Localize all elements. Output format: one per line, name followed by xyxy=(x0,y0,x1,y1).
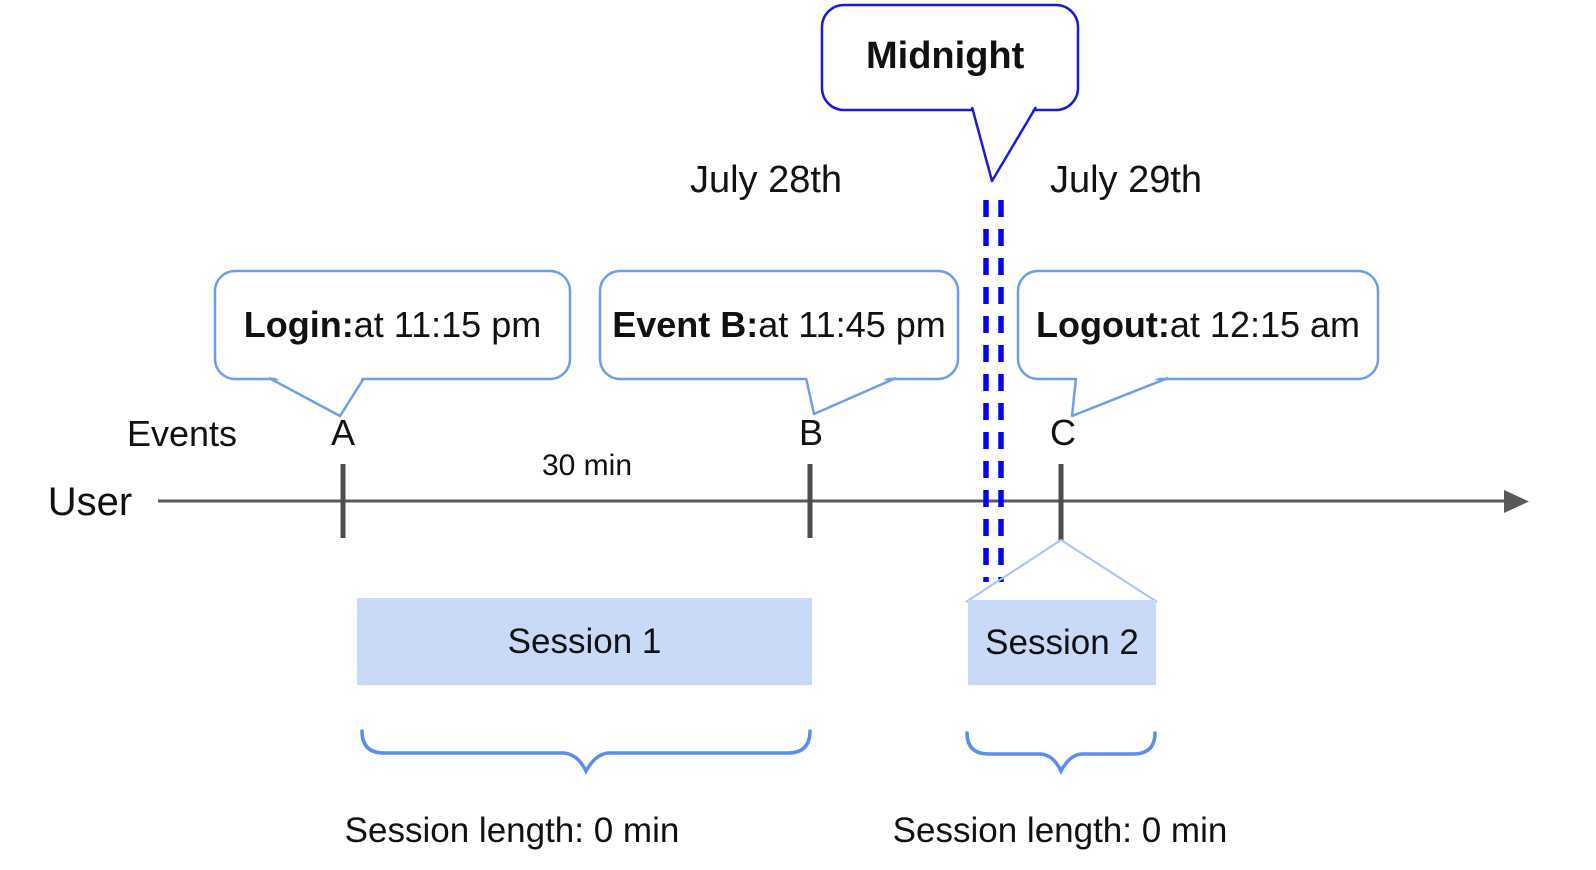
midnight-callout-label: Midnight xyxy=(866,35,1025,77)
session-1-length-label: Session length: 0 min xyxy=(344,811,680,850)
logout-callout-bubble xyxy=(1016,269,1380,418)
logout-callout-text: Logout: at 12:15 am xyxy=(1018,271,1378,379)
session-2-length-label: Session length: 0 min xyxy=(892,811,1228,850)
logout-callout-label: Logout: xyxy=(1035,304,1170,345)
login-callout-text: Login: at 11:15 pm xyxy=(215,271,570,379)
interval-label-30min: 30 min xyxy=(541,449,633,482)
session-1-label: Session 1 xyxy=(507,621,662,661)
event-marker-a: A xyxy=(330,412,355,453)
event-b-callout-detail: at 11:45 pm xyxy=(758,304,946,345)
login-callout-bubble xyxy=(213,269,572,418)
events-axis-label: Events xyxy=(126,413,238,454)
event-marker-b: B xyxy=(798,412,823,453)
event-marker-c: C xyxy=(1050,412,1076,453)
event-b-callout-text: Event B: at 11:45 pm xyxy=(600,271,958,379)
date-label-july-29: July 29th xyxy=(1049,158,1203,201)
event-b-callout-bubble xyxy=(598,269,960,416)
event-b-callout-label: Event B: xyxy=(612,304,759,345)
logout-callout-detail: at 12:15 am xyxy=(1169,304,1361,345)
login-callout-detail: at 11:15 pm xyxy=(353,304,542,345)
session-1-brace xyxy=(360,729,812,775)
date-label-july-28: July 28th xyxy=(689,158,843,201)
user-timeline-axis xyxy=(158,490,1529,513)
session-2-brace xyxy=(965,731,1157,775)
session-2-connector xyxy=(965,538,1158,603)
user-axis-label: User xyxy=(47,479,133,524)
session-2-bar xyxy=(968,600,1156,685)
login-callout-label: Login: xyxy=(243,304,354,345)
timeline-arrowhead xyxy=(1504,490,1529,513)
session-1-bar xyxy=(357,598,812,685)
midnight-callout-bubble xyxy=(820,3,1080,183)
session-2-label: Session 2 xyxy=(985,622,1139,662)
